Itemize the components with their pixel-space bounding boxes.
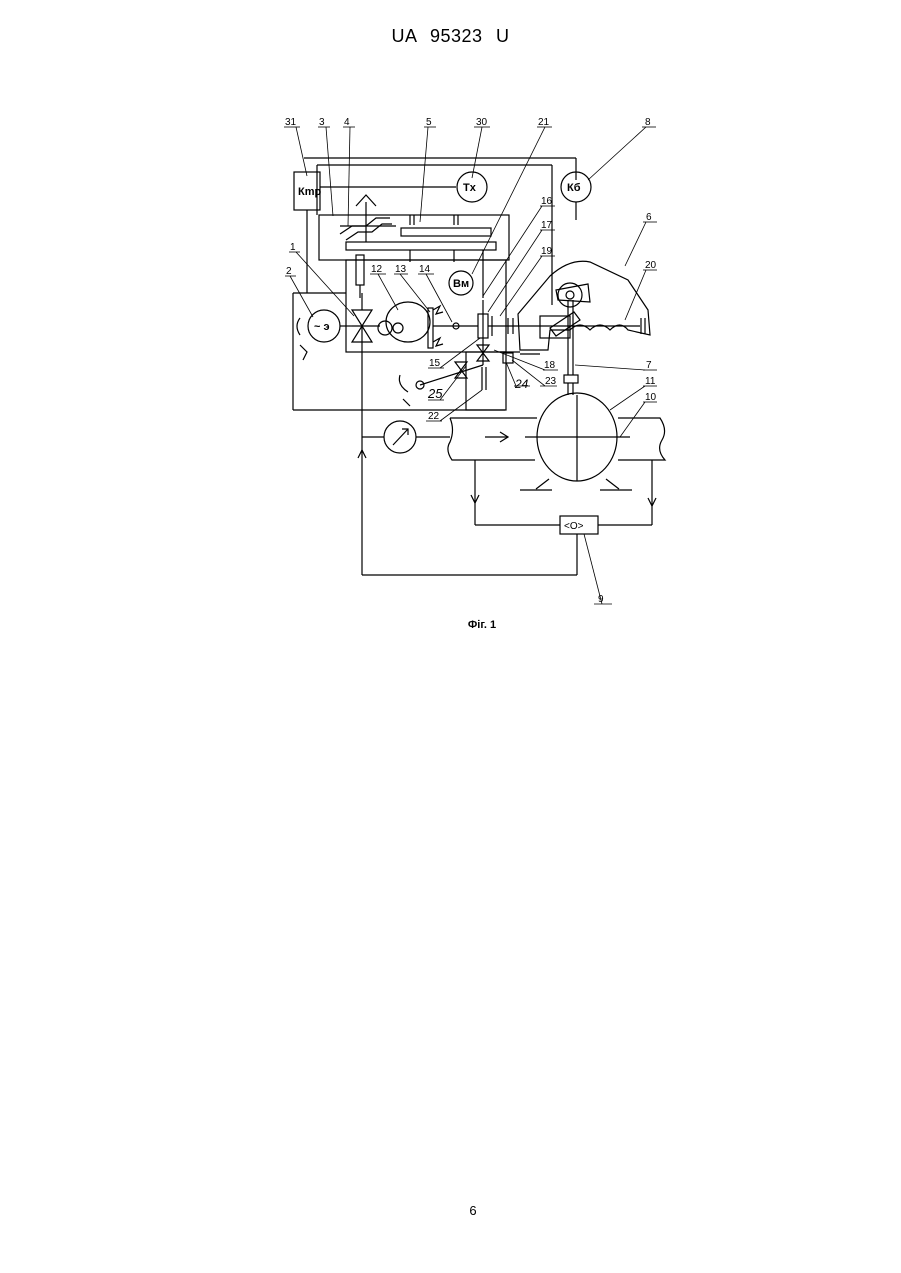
numeral-30: 30: [476, 117, 488, 128]
tx-label: Tx: [463, 182, 477, 194]
numeral-6: 6: [646, 212, 652, 223]
numeral-5: 5: [426, 117, 432, 128]
gearbox-block: [319, 195, 509, 262]
crank-housing-6: [508, 261, 650, 375]
leader-lines: [284, 127, 657, 604]
sensor-9-glyph: <O>: [564, 521, 584, 532]
numeral-25: 25: [427, 386, 443, 401]
numeral-14: 14: [419, 264, 431, 275]
valve-1: [352, 293, 380, 342]
kv-label: Кб: [567, 182, 581, 194]
numeral-22: 22: [428, 411, 440, 422]
numeral-13: 13: [395, 264, 407, 275]
numeral-18: 18: [544, 360, 556, 371]
numeral-19: 19: [541, 246, 553, 257]
numeral-15: 15: [429, 358, 441, 369]
numeral-7: 7: [646, 360, 652, 371]
generator-11: [448, 375, 665, 490]
engine-label: ~ э: [314, 321, 330, 333]
engine-2: ~ э: [293, 293, 352, 360]
numeral-4: 4: [344, 117, 350, 128]
figure-caption: Фіг. 1: [0, 619, 901, 631]
numeral-16: 16: [541, 196, 553, 207]
numeral-21: 21: [538, 117, 550, 128]
numeral-11: 11: [645, 376, 656, 387]
numeral-1: 1: [290, 242, 296, 253]
page-number: 6: [0, 1203, 901, 1218]
numeral-31: 31: [285, 117, 297, 128]
numeral-24: 24: [514, 377, 529, 391]
numeral-9: 9: [598, 594, 604, 605]
spring-13: [428, 306, 478, 348]
numeral-8: 8: [645, 117, 651, 128]
numeral-17: 17: [541, 220, 553, 231]
numeral-20: 20: [645, 260, 657, 271]
vm-sensor: Вм: [449, 271, 473, 295]
numeral-12: 12: [371, 264, 383, 275]
numeral-10: 10: [645, 392, 657, 403]
numeral-3: 3: [319, 117, 325, 128]
ktr-label: Кmp: [298, 186, 321, 198]
vm-label: Вм: [453, 278, 469, 290]
numeral-23: 23: [545, 376, 557, 387]
cam-12: [378, 302, 430, 342]
numeral-2: 2: [286, 266, 292, 277]
frame-lines: [293, 158, 576, 410]
